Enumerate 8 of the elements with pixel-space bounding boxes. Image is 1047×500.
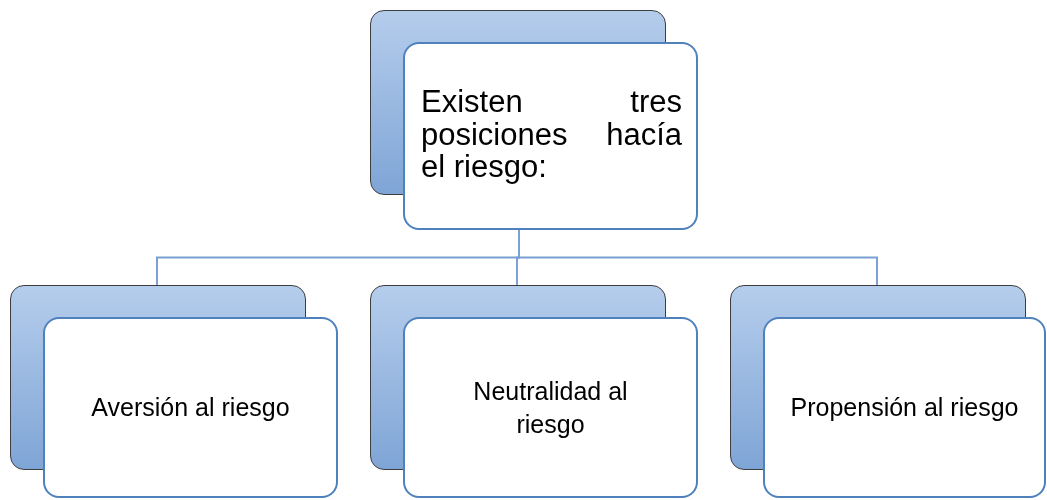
node-text: Existen tres posiciones hacía el riesgo: (421, 84, 682, 185)
stacked-card-drawing (370, 285, 698, 498)
node-text: Aversión al riesgo (91, 392, 290, 424)
node-text: Propensión al riesgo (790, 392, 1019, 424)
stacked-card-drawing (10, 285, 338, 498)
stacked-card-drawing (730, 285, 1046, 498)
stacked-card-drawing (370, 10, 698, 230)
node-text: Neutralidad al riesgo (472, 376, 629, 440)
